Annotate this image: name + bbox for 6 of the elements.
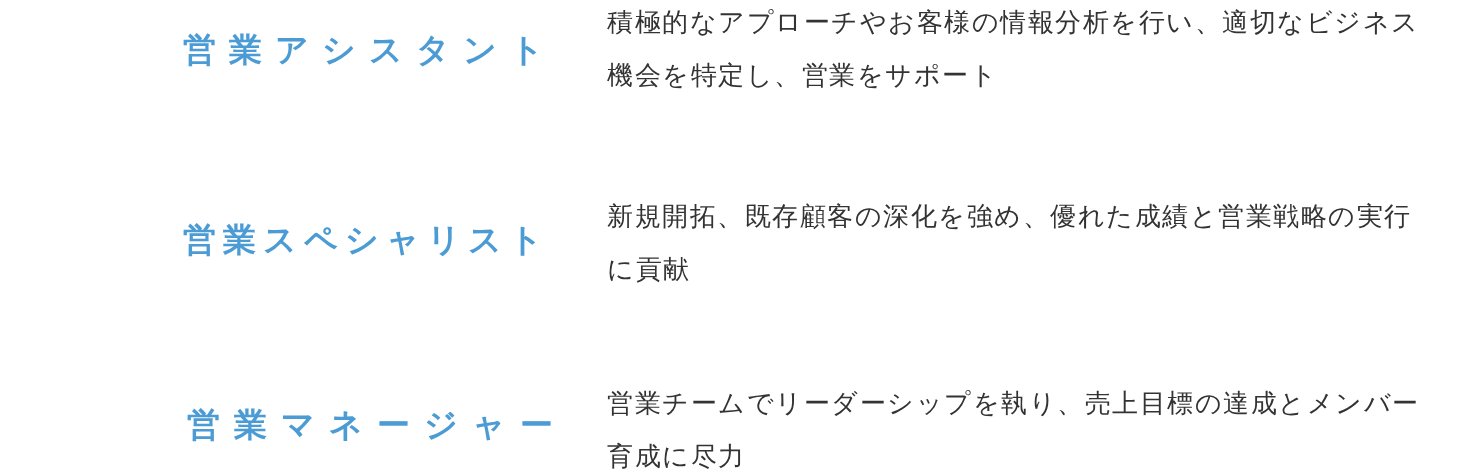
role-description: 新規開拓、既存顧客の深化を強め、優れた成績と営業戦略の実行に貢献 [607,200,1413,286]
role-description: 営業チームでリーダーシップを執り、売上目標の達成とメンバー育成に尽力 [607,387,1421,473]
role-title: 営業マネージャー [187,405,567,445]
role-title: 営業スペシャリスト [183,220,550,260]
role-description: 積極的なアプローチやお客様の情報分析を行い、適切なビジネス機会を特定し、営業をサポート [607,6,1421,92]
role-title: 営業アシスタント [183,30,557,70]
